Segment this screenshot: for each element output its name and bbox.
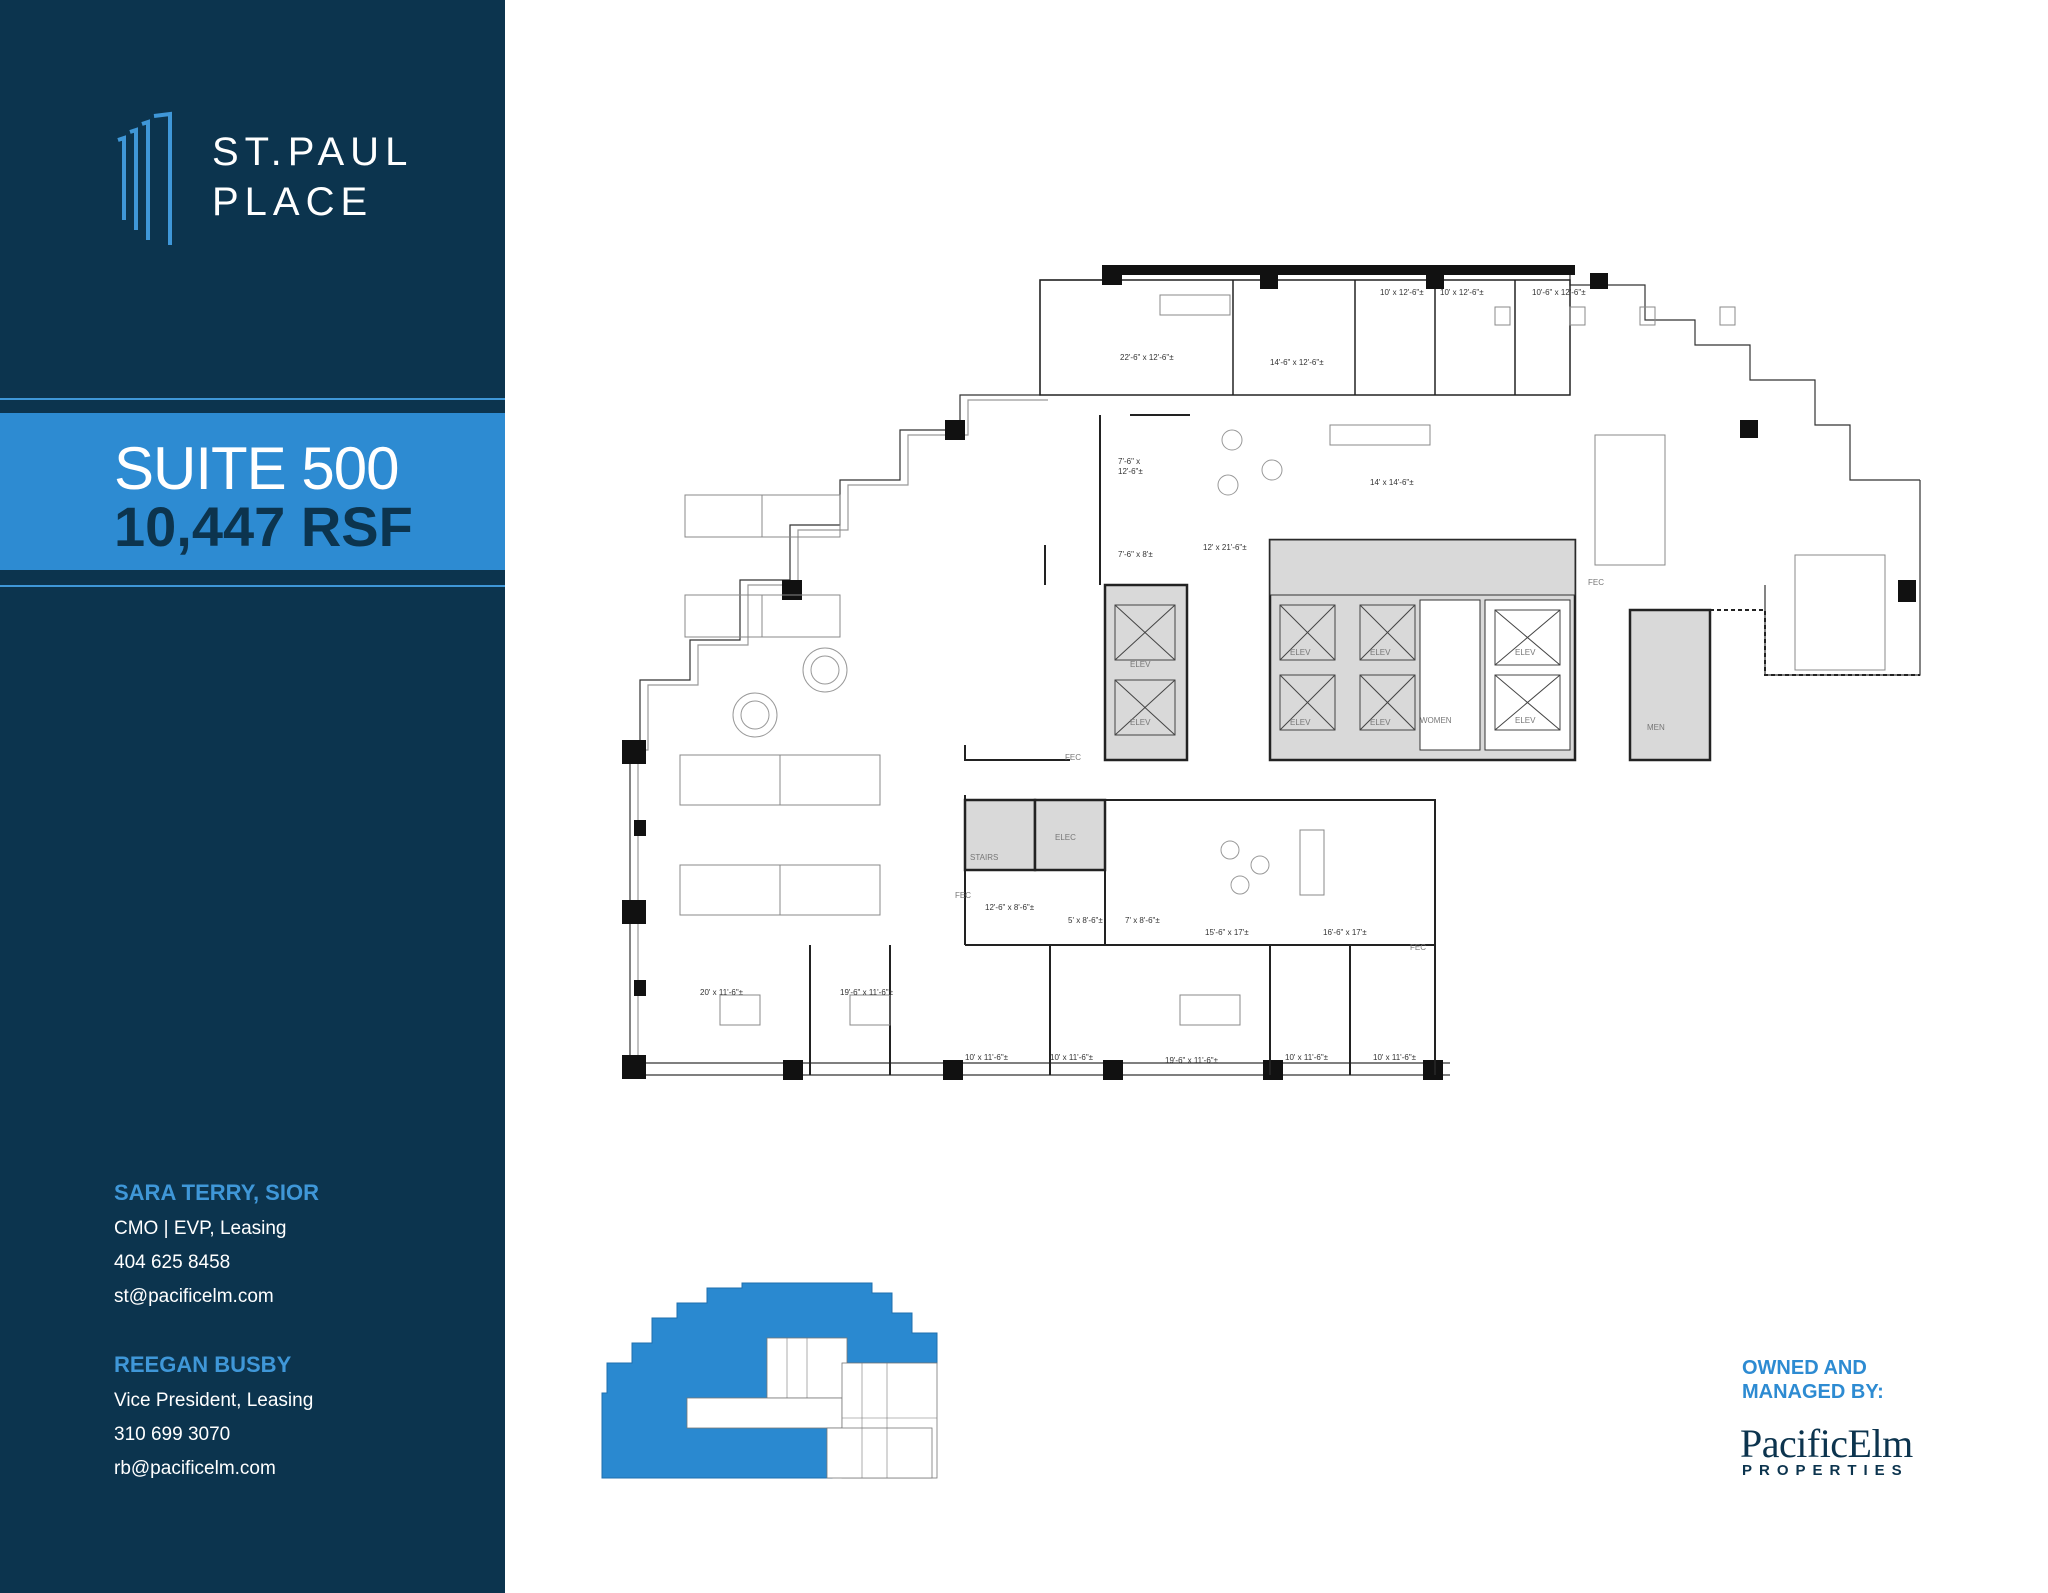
dim-storage-1b: 12'-6"± [1118, 467, 1143, 476]
suite-band [0, 413, 505, 570]
owned-label-line1: OWNED AND [1742, 1357, 1867, 1379]
dim-top-office-4: 10'-6" x 12'-6"± [1532, 288, 1586, 297]
owned-label-line2: MANAGED BY: [1742, 1381, 1884, 1403]
dim-storage-2: 7'-6" x 8'± [1118, 550, 1153, 559]
label-elev: ELEV [1290, 648, 1311, 657]
contact-title: Vice President, Leasing [114, 1390, 314, 1411]
contact-name: REEGAN BUSBY [114, 1352, 292, 1377]
dim-top-office-2: 10' x 12'-6"± [1380, 288, 1424, 297]
contact-card-2: REEGAN BUSBY Vice President, Leasing 310… [114, 1352, 313, 1492]
dim-room-a: 12'-6" x 8'-6"± [985, 903, 1035, 912]
label-women: WOMEN [1420, 716, 1452, 725]
label-elev: ELEV [1130, 718, 1151, 727]
pacific-elm-logo: PacificElm [1740, 1421, 1913, 1466]
suite-title: SUITE 500 [114, 435, 399, 502]
suite-area: 10,447 RSF [114, 495, 413, 558]
label-elev: ELEV [1370, 648, 1391, 657]
contact-card-1: SARA TERRY, SIOR CMO | EVP, Leasing 404 … [114, 1180, 319, 1320]
elec-room [1033, 798, 1107, 872]
dim-bottom-2: 19'-6" x 11'-6"± [840, 988, 894, 997]
label-elev: ELEV [1130, 660, 1151, 669]
dim-top-conf: 22'-6" x 12'-6"± [1120, 353, 1174, 362]
contact-email[interactable]: rb@pacificelm.com [114, 1458, 276, 1479]
dim-storage-1a: 7'-6" x [1118, 457, 1140, 466]
logo-text-line2: PLACE [212, 180, 374, 224]
label-elec: ELEC [1055, 833, 1076, 842]
dim-room-b: 5' x 8'-6"± [1068, 916, 1103, 925]
contact-phone[interactable]: 310 699 3070 [114, 1424, 231, 1445]
dim-break-2: 16'-6" x 17'± [1323, 928, 1367, 937]
floor-plan: ELEV ELEV ELEV ELEV ELEV ELEV ELEV ELEV … [622, 265, 1921, 1080]
pacific-elm-logo-sub: PROPERTIES [1742, 1462, 1909, 1479]
owned-managed-label: OWNED AND MANAGED BY: [1742, 1356, 1884, 1404]
label-fec: FEC [1588, 578, 1604, 587]
label-fec: FEC [1410, 943, 1426, 952]
label-stairs: STAIRS [970, 853, 998, 862]
contact-email[interactable]: st@pacificelm.com [114, 1286, 274, 1307]
band-divider-bottom [0, 585, 505, 587]
key-plan [601, 1282, 938, 1479]
sidebar: ST.PAUL PLACE SUITE 500 10,447 RSF SARA … [0, 0, 505, 1593]
label-fec: FEC [955, 891, 971, 900]
right-edge [1764, 480, 1921, 676]
logo-text-line1: ST.PAUL [212, 130, 414, 174]
dim-bottom-7: 10' x 11'-6"± [1373, 1053, 1417, 1062]
band-divider-top [0, 398, 505, 400]
label-elev: ELEV [1290, 718, 1311, 727]
dim-top-office-3: 10' x 12'-6"± [1440, 288, 1484, 297]
dim-top-office-1: 14'-6" x 12'-6"± [1270, 358, 1324, 367]
label-men: MEN [1647, 723, 1665, 732]
label-elev: ELEV [1515, 648, 1536, 657]
dim-room-c: 7' x 8'-6"± [1125, 916, 1160, 925]
elevator-core-left [1103, 583, 1189, 762]
mens-restroom [1628, 608, 1712, 762]
label-elev: ELEV [1515, 716, 1536, 725]
label-fec: FEC [1065, 753, 1081, 762]
label-elev: ELEV [1370, 718, 1391, 727]
dim-bottom-1: 20' x 11'-6"± [700, 988, 744, 997]
dim-bottom-6: 10' x 11'-6"± [1285, 1053, 1329, 1062]
dim-bottom-4: 10' x 11'-6"± [1050, 1053, 1094, 1062]
dim-bottom-5: 19'-6" x 11'-6"± [1165, 1056, 1219, 1065]
dim-bottom-3: 10' x 11'-6"± [965, 1053, 1009, 1062]
dim-corridor: 12' x 21'-6"± [1203, 543, 1247, 552]
contact-title: CMO | EVP, Leasing [114, 1218, 287, 1239]
contact-name: SARA TERRY, SIOR [114, 1180, 319, 1205]
st-paul-place-logo-mark [117, 111, 172, 245]
dim-lounge: 14' x 14'-6"± [1370, 478, 1414, 487]
dim-break-1: 15'-6" x 17'± [1205, 928, 1249, 937]
contact-phone[interactable]: 404 625 8458 [114, 1252, 231, 1273]
